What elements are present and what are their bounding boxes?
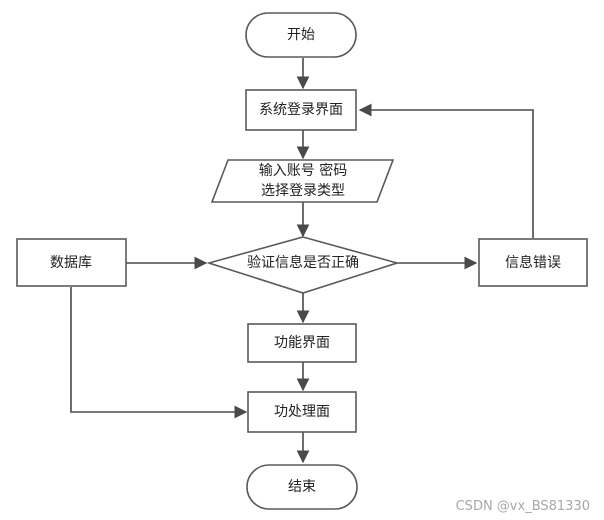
- process-page-label: 功处理面: [274, 404, 330, 420]
- edge-error-to-login: [358, 103, 534, 238]
- end-label: 结束: [288, 479, 316, 495]
- start-node: 开始: [245, 12, 357, 58]
- function-page-label: 功能界面: [274, 335, 330, 351]
- end-node: 结束: [246, 464, 358, 510]
- process-page-node: 功处理面: [247, 391, 357, 433]
- watermark: CSDN @vx_BS81330: [455, 499, 590, 514]
- input-node: 输入账号 密码 选择登录类型: [210, 159, 395, 203]
- start-label: 开始: [287, 27, 315, 43]
- edge-database-to-process: [70, 287, 248, 419]
- login-page-node: 系统登录界面: [245, 89, 357, 131]
- database-label: 数据库: [50, 255, 92, 271]
- verify-label: 验证信息是否正确: [247, 254, 359, 271]
- input-label-line2: 选择登录类型: [261, 183, 345, 199]
- login-page-label: 系统登录界面: [259, 102, 343, 118]
- flow-edges: [70, 58, 534, 464]
- error-node: 信息错误: [478, 238, 588, 287]
- database-node: 数据库: [16, 238, 127, 287]
- error-label: 信息错误: [505, 254, 561, 271]
- input-label-line1: 输入账号 密码: [259, 162, 347, 179]
- function-page-node: 功能界面: [247, 323, 357, 363]
- verify-node: 验证信息是否正确: [206, 236, 400, 294]
